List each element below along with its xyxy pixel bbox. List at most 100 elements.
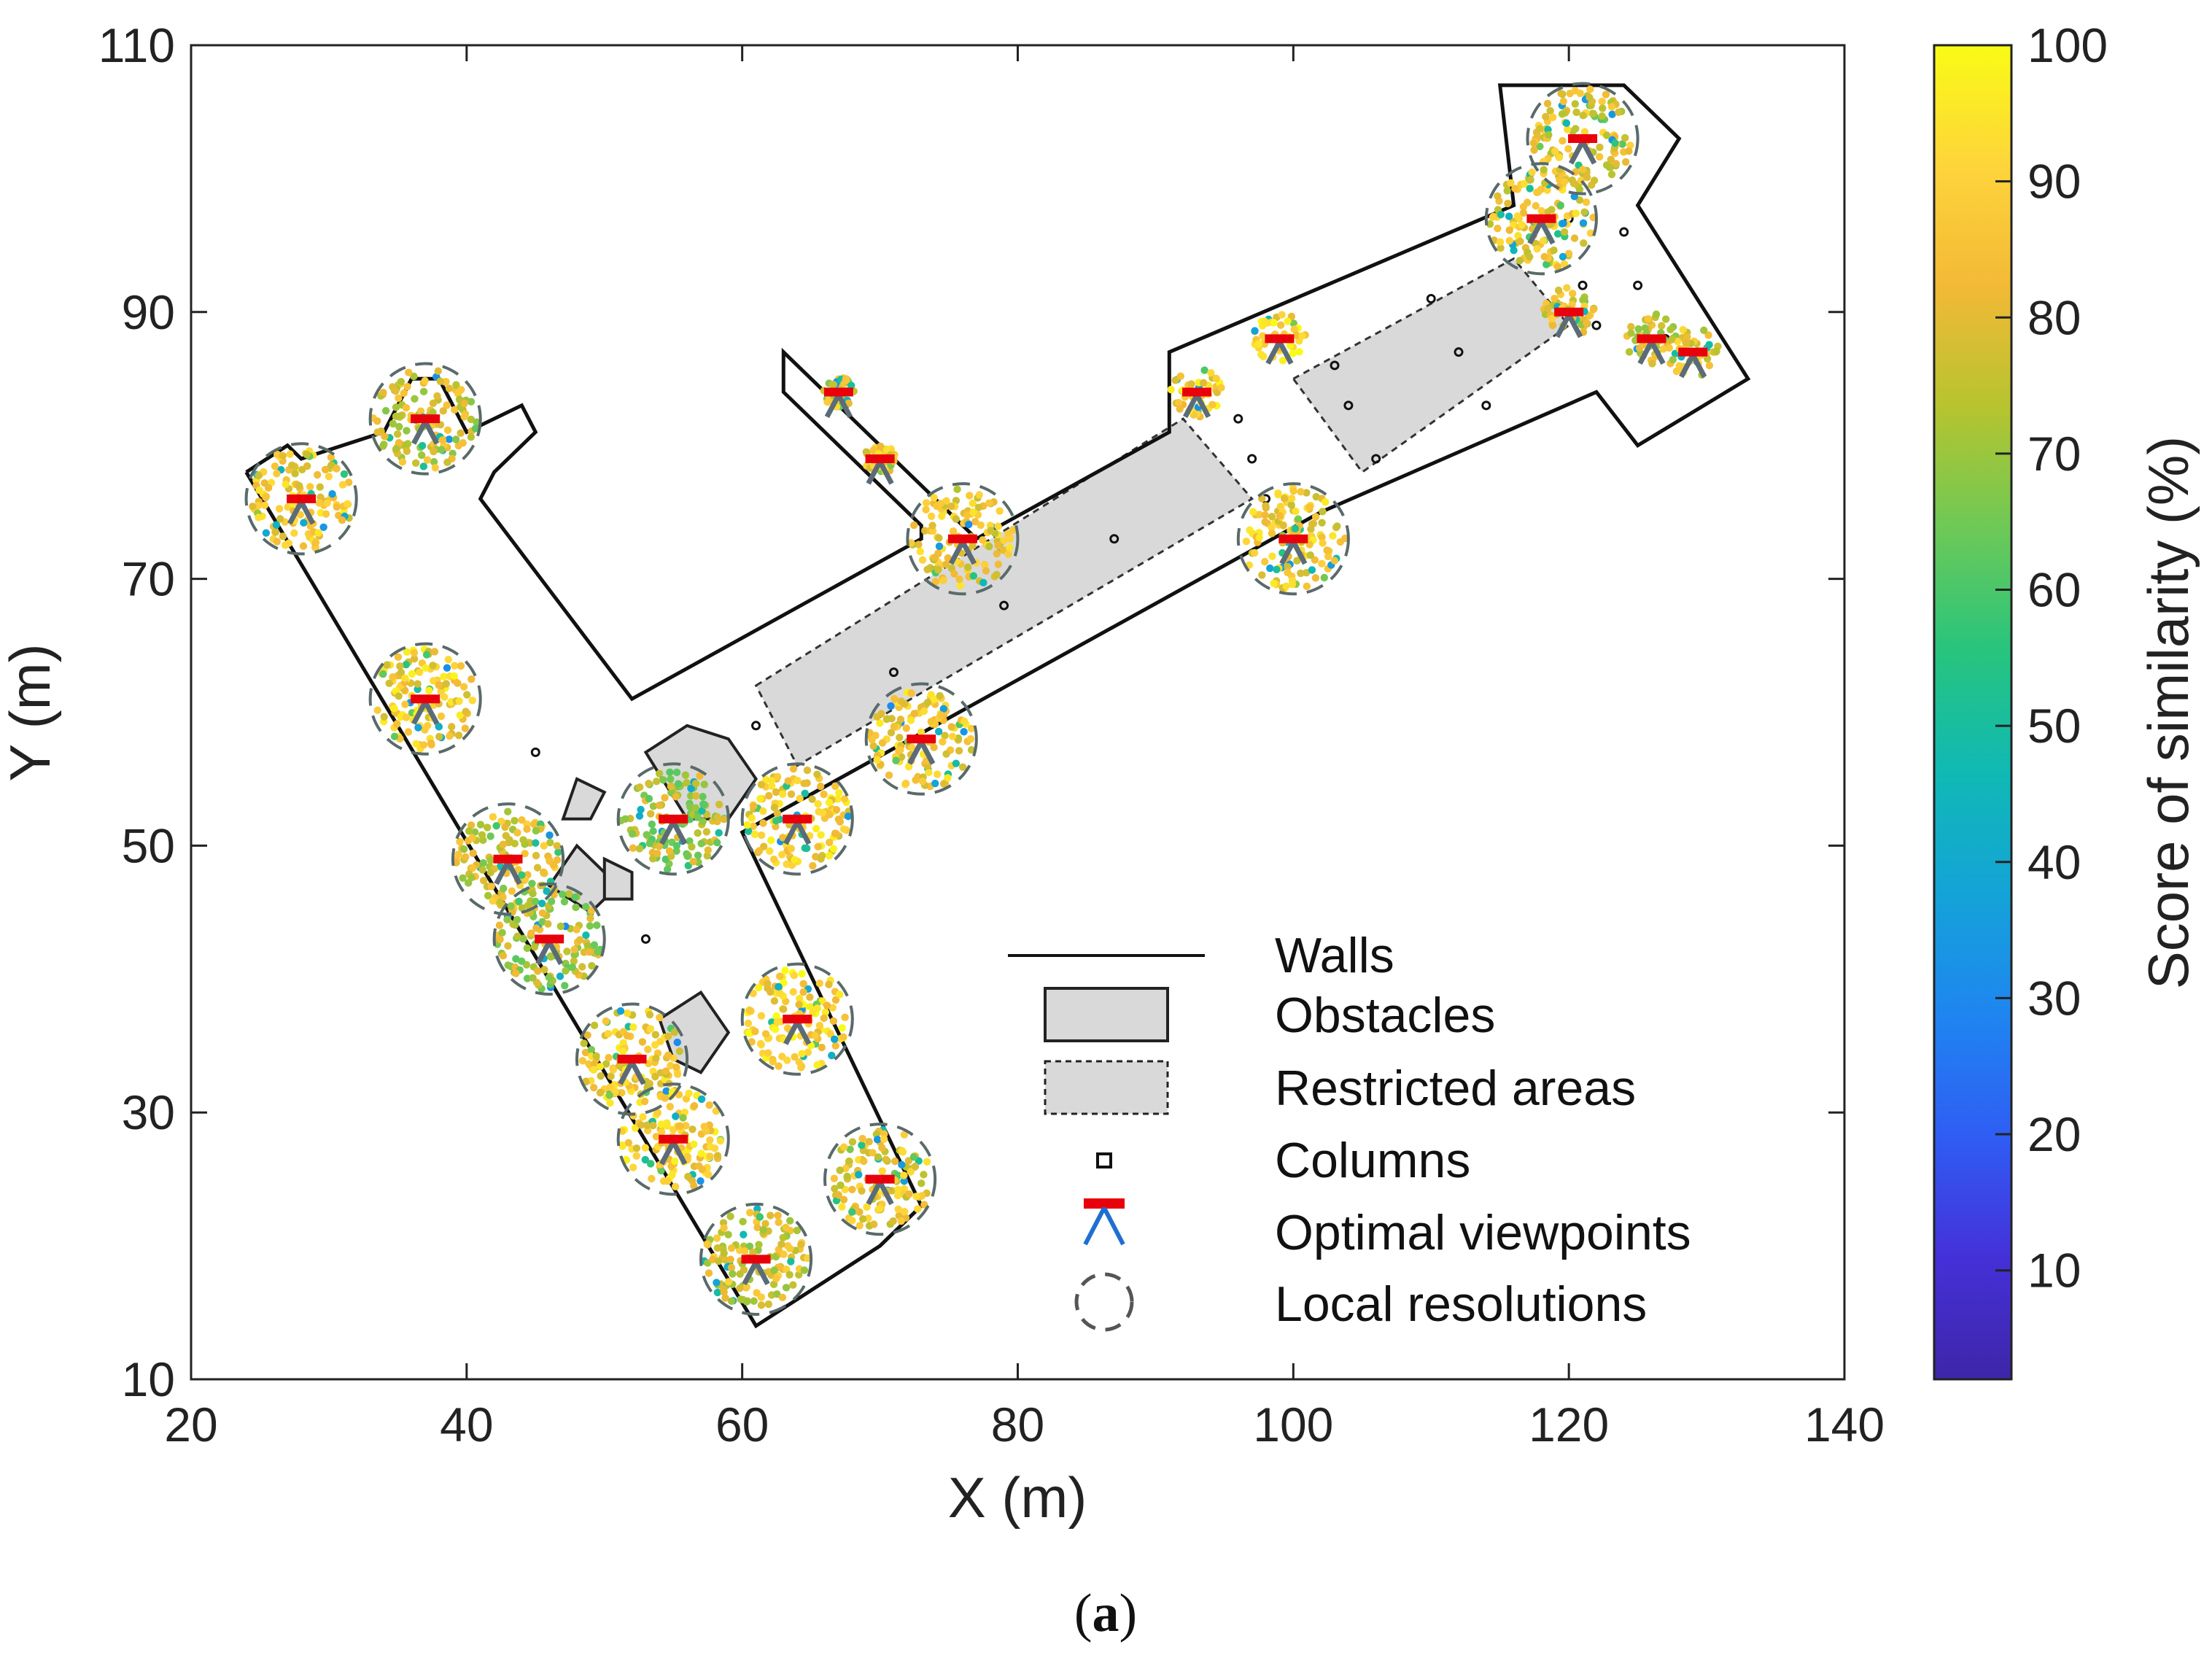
similarity-point bbox=[801, 789, 809, 797]
similarity-point bbox=[1187, 380, 1195, 388]
similarity-point bbox=[761, 1030, 770, 1038]
similarity-point bbox=[1590, 177, 1599, 185]
similarity-point bbox=[790, 972, 799, 980]
similarity-point bbox=[643, 831, 651, 839]
similarity-point bbox=[812, 824, 820, 833]
similarity-point bbox=[775, 1218, 783, 1226]
similarity-point bbox=[939, 705, 947, 713]
similarity-point bbox=[971, 518, 979, 526]
similarity-point bbox=[928, 522, 936, 530]
viewpoint-6 bbox=[659, 1134, 688, 1166]
similarity-point bbox=[380, 713, 388, 721]
similarity-point bbox=[389, 419, 397, 428]
similarity-point bbox=[385, 679, 393, 688]
similarity-point bbox=[667, 775, 675, 783]
similarity-point bbox=[1627, 329, 1635, 337]
similarity-point bbox=[439, 407, 447, 415]
similarity-point bbox=[562, 966, 570, 975]
similarity-point bbox=[416, 407, 425, 415]
similarity-point bbox=[1318, 533, 1326, 541]
similarity-point bbox=[383, 661, 391, 669]
similarity-point bbox=[814, 842, 822, 851]
similarity-point bbox=[1526, 185, 1534, 193]
similarity-point bbox=[904, 762, 913, 771]
similarity-point bbox=[690, 1101, 699, 1110]
similarity-point bbox=[771, 1025, 780, 1034]
similarity-point bbox=[460, 845, 468, 853]
similarity-point bbox=[438, 446, 446, 454]
similarity-point bbox=[699, 792, 707, 801]
similarity-point bbox=[435, 681, 443, 689]
similarity-point bbox=[632, 1152, 640, 1160]
similarity-point bbox=[776, 972, 784, 980]
similarity-point bbox=[907, 689, 915, 697]
similarity-point bbox=[700, 801, 709, 809]
similarity-point bbox=[683, 1152, 692, 1161]
similarity-point bbox=[839, 1033, 847, 1041]
similarity-point bbox=[685, 1089, 693, 1098]
similarity-point bbox=[648, 855, 657, 863]
similarity-point bbox=[519, 935, 527, 943]
similarity-point bbox=[321, 465, 330, 473]
similarity-point bbox=[1553, 230, 1562, 238]
similarity-point bbox=[478, 866, 486, 874]
similarity-point bbox=[1683, 338, 1691, 347]
similarity-point bbox=[468, 834, 476, 842]
similarity-point bbox=[1595, 152, 1604, 161]
similarity-point bbox=[740, 1247, 749, 1255]
similarity-point bbox=[403, 447, 411, 455]
similarity-point bbox=[666, 1102, 675, 1111]
similarity-point bbox=[1284, 562, 1292, 571]
similarity-point bbox=[260, 501, 269, 509]
similarity-point bbox=[504, 942, 512, 950]
similarity-point bbox=[744, 1019, 753, 1028]
similarity-point bbox=[454, 732, 463, 740]
legend-restricted-symbol bbox=[1044, 1060, 1169, 1115]
similarity-point bbox=[671, 1182, 680, 1191]
similarity-point bbox=[255, 486, 263, 495]
similarity-point bbox=[489, 813, 497, 821]
similarity-point bbox=[927, 512, 936, 520]
obstacle-1 bbox=[561, 777, 607, 821]
similarity-point bbox=[398, 457, 407, 466]
similarity-point bbox=[402, 661, 411, 669]
x-tick-label: 80 bbox=[991, 1398, 1044, 1451]
similarity-point bbox=[769, 856, 778, 864]
similarity-point bbox=[517, 957, 526, 966]
similarity-point bbox=[845, 1157, 853, 1166]
similarity-point bbox=[820, 790, 828, 799]
similarity-point bbox=[1536, 142, 1544, 150]
similarity-point bbox=[666, 768, 674, 776]
similarity-point bbox=[1333, 522, 1341, 530]
similarity-point bbox=[1208, 400, 1216, 409]
similarity-point bbox=[664, 1177, 672, 1185]
similarity-point bbox=[905, 1190, 913, 1198]
similarity-point bbox=[1276, 511, 1284, 520]
similarity-point bbox=[836, 1166, 844, 1174]
similarity-point bbox=[825, 851, 834, 860]
similarity-point bbox=[1551, 147, 1559, 155]
similarity-point bbox=[1618, 140, 1626, 148]
column-1 bbox=[640, 934, 651, 944]
similarity-point bbox=[837, 1181, 845, 1190]
similarity-point bbox=[689, 858, 697, 866]
similarity-point bbox=[546, 952, 555, 960]
similarity-point bbox=[1200, 366, 1208, 374]
similarity-point bbox=[503, 915, 511, 924]
similarity-point bbox=[762, 775, 770, 784]
similarity-point bbox=[649, 1121, 657, 1130]
similarity-point bbox=[629, 1023, 637, 1031]
similarity-point bbox=[564, 890, 573, 898]
similarity-point bbox=[468, 697, 476, 705]
similarity-point bbox=[1298, 332, 1306, 340]
similarity-point bbox=[570, 945, 578, 953]
similarity-point bbox=[885, 771, 893, 780]
similarity-point bbox=[602, 1060, 610, 1068]
similarity-point bbox=[624, 1139, 632, 1147]
similarity-point bbox=[1291, 524, 1300, 532]
similarity-point bbox=[923, 565, 931, 573]
similarity-point bbox=[514, 865, 522, 874]
similarity-point bbox=[688, 842, 696, 851]
similarity-point bbox=[769, 1280, 778, 1289]
similarity-point bbox=[910, 521, 918, 530]
